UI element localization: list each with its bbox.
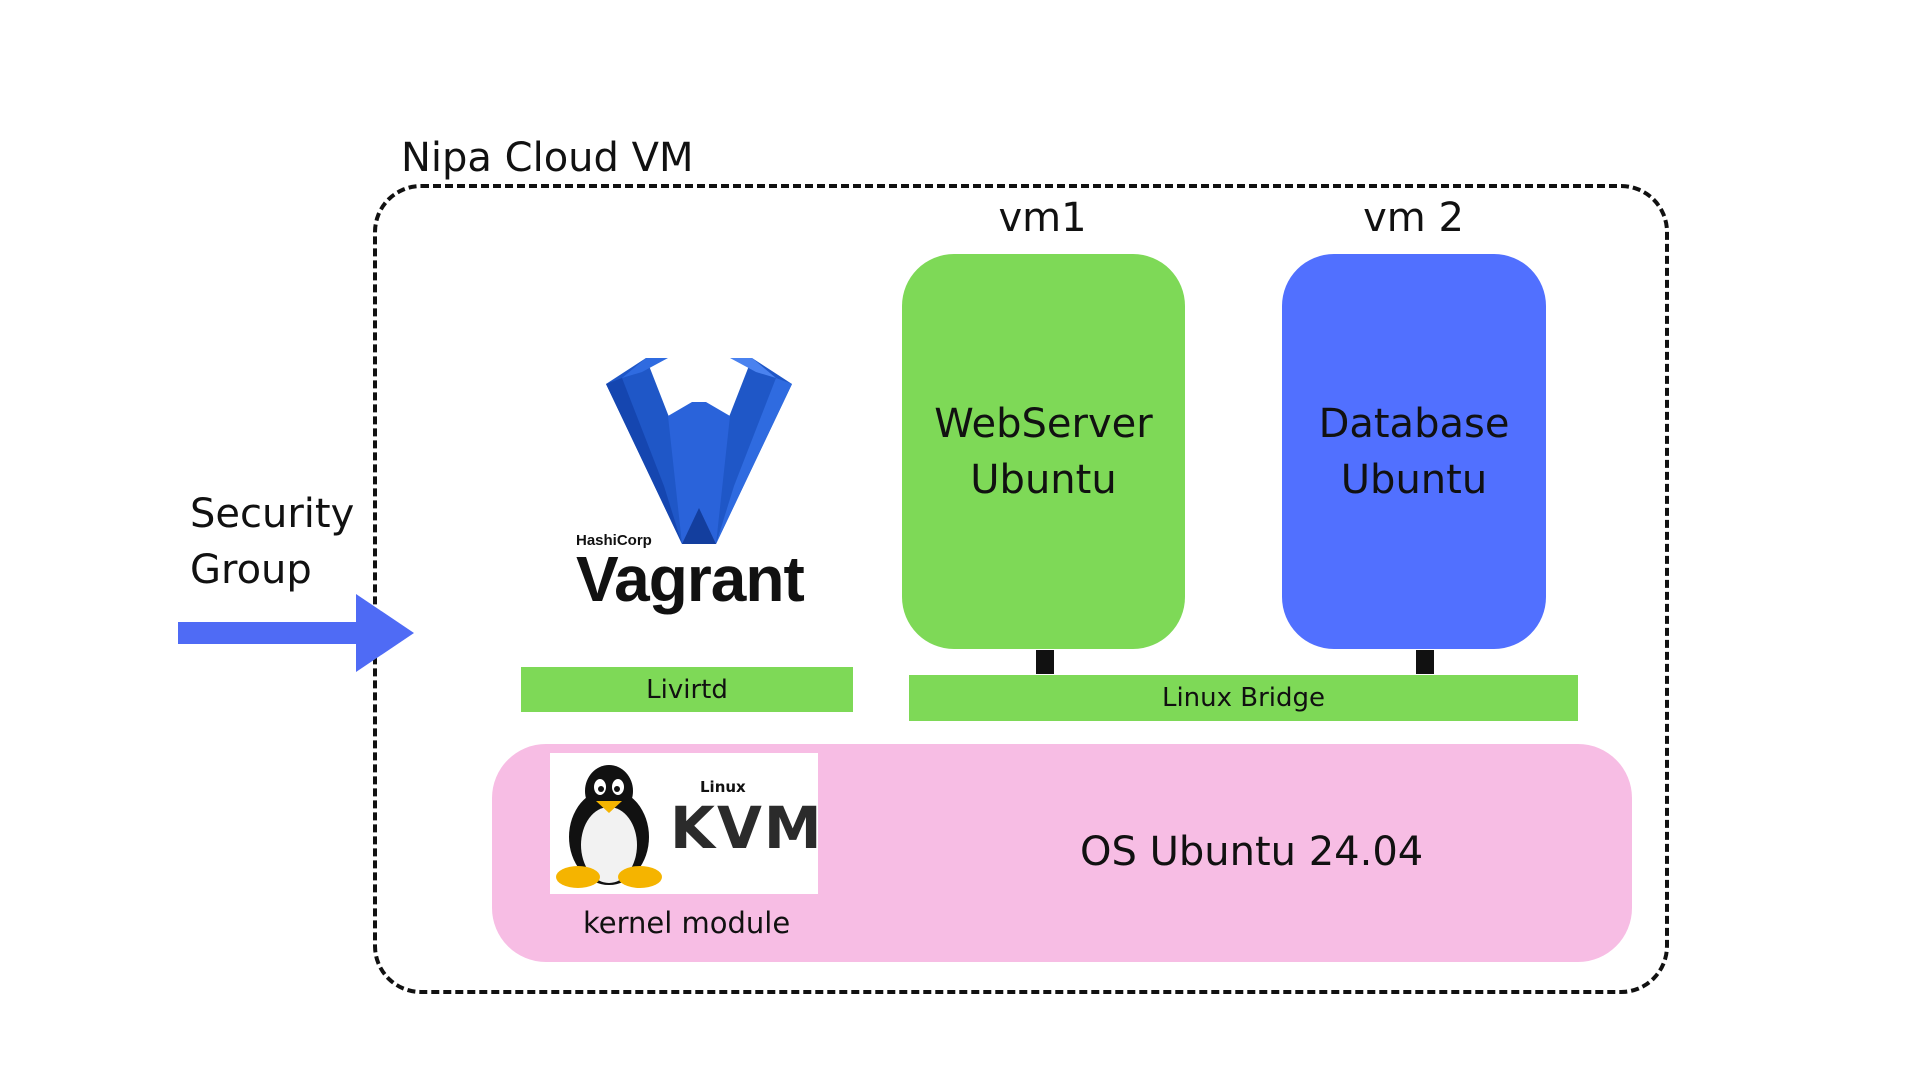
vm1-line1: WebServer [934,400,1153,447]
vm-title: Nipa Cloud VM [397,132,698,184]
security-group-line1: Security [190,491,355,537]
kernel-module-label: kernel module [583,906,791,940]
tux-penguin-icon [556,765,662,888]
security-group-label: Security Group [190,486,354,598]
vagrant-brand-small: HashiCorp [576,532,652,549]
kvm-linux-label: Linux [700,778,746,796]
vm2-caption: vm 2 [1363,195,1464,241]
vm-boundary [373,184,1669,994]
vm2-line1: Database [1318,400,1510,447]
kvm-title: KVM [670,794,824,862]
arrow-right-icon [178,594,414,672]
livirtd-label: Livirtd [646,674,728,705]
vm2-line2: Ubuntu [1340,456,1488,503]
linux-bridge-label: Linux Bridge [1161,683,1326,713]
os-label: OS Ubuntu 24.04 [1080,829,1424,875]
security-group-line2: Group [190,547,312,593]
vm1-line2: Ubuntu [970,456,1117,503]
vm1-webserver-box: WebServer Ubuntu [902,254,1185,649]
vm1-bridge-connector [1036,650,1054,674]
vm1-caption: vm1 [998,195,1087,241]
vagrant-brand-big: Vagrant [576,543,805,615]
vagrant-v-logo [606,358,792,544]
vm2-bridge-connector [1416,650,1434,674]
vm2-database-box: Database Ubuntu [1282,254,1546,649]
linux-bridge-bar: Linux Bridge [909,675,1578,721]
livirtd-bar: Livirtd [521,667,853,712]
